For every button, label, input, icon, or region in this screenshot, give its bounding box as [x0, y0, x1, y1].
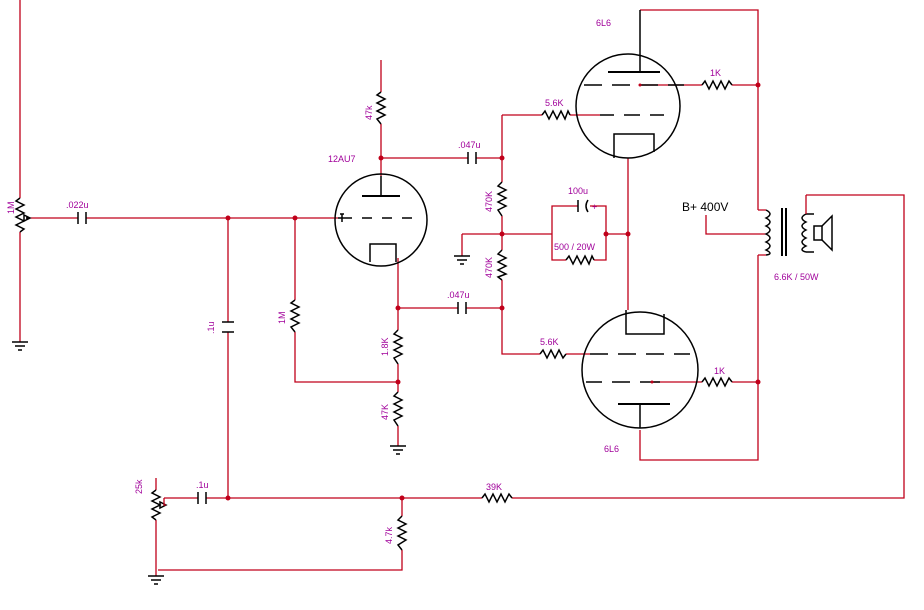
ground-center — [454, 255, 470, 265]
res-39k — [481, 492, 513, 504]
tube-6l6-top — [575, 10, 684, 159]
label-cap-1u-bot: .1u — [196, 480, 209, 490]
ground-bottom — [148, 575, 164, 585]
resistors — [14, 79, 733, 551]
label-res-47k-top: 47k — [364, 105, 374, 120]
label-res-1m-grid: 1M — [277, 311, 287, 324]
label-res-5-6k-bot: 5.6K — [540, 337, 559, 347]
output-transformer — [758, 208, 814, 256]
cap-1u-mid — [222, 321, 234, 333]
tube-6l6-bot — [581, 310, 699, 429]
res-500-20w — [565, 254, 595, 266]
res-1k-top — [701, 79, 733, 91]
wires — [19, 0, 905, 576]
label-tube-6l6-bot: 6L6 — [604, 444, 619, 454]
label-res-39k: 39K — [486, 482, 502, 492]
pot-1m-wiper — [23, 213, 32, 223]
res-5-6k-bot — [539, 348, 567, 360]
label-res-4-7k: 4.7k — [384, 526, 394, 544]
label-res-470k-bot: 470K — [484, 257, 494, 278]
label-cap-022: .022u — [66, 200, 89, 210]
label-res-47k-bot: 47K — [380, 404, 390, 420]
speaker-icon — [805, 195, 833, 252]
cap-100u-plus: + — [592, 202, 597, 212]
label-cap-1u-mid: .1u — [206, 321, 216, 334]
res-1-8k — [392, 329, 404, 365]
label-cap-047-bot: .047u — [447, 290, 470, 300]
pot-1m-resistor — [14, 197, 26, 233]
label-tube-12au7: 12AU7 — [328, 154, 356, 164]
label-pot-1m: 1M — [6, 201, 16, 214]
cap-047-top — [467, 152, 477, 164]
junction-dots — [225, 82, 761, 501]
cap-100u — [577, 199, 589, 213]
res-470k-top — [496, 181, 508, 217]
label-res-1k-bot: 1K — [714, 366, 725, 376]
grounds — [12, 255, 470, 585]
label-transformer: 6.6K / 50W — [774, 272, 819, 282]
res-470k-bot — [496, 249, 508, 281]
res-4-7k — [396, 515, 408, 551]
label-res-1k-top: 1K — [710, 68, 721, 78]
label-res-470k-top: 470K — [484, 191, 494, 212]
ground-cathode — [390, 445, 406, 455]
label-pot-25k: 25k — [134, 479, 144, 494]
pot-25k-resistor — [150, 489, 162, 521]
ground-input — [12, 341, 28, 351]
label-tube-6l6-top: 6L6 — [596, 18, 611, 28]
capacitors: + — [77, 152, 597, 504]
res-5-6k-top — [541, 109, 571, 121]
cap-047-bot — [457, 302, 467, 314]
res-1m-grid — [289, 299, 301, 333]
res-1k-bot — [701, 376, 733, 388]
label-b-plus: B+ 400V — [682, 200, 728, 214]
tube-12au7 — [334, 173, 428, 267]
cap-1u-bot — [197, 492, 207, 504]
res-47k-bot — [392, 391, 404, 427]
labels: 1M .022u 12AU7 47k .047u .047u 1M .1u 1.… — [6, 18, 819, 544]
label-cap-047-top: .047u — [458, 140, 481, 150]
label-cap-100u: 100u — [568, 186, 588, 196]
res-47k-top — [375, 91, 387, 125]
pot-25k-wiper — [159, 500, 168, 510]
cap-022 — [77, 212, 87, 224]
label-res-500-20w: 500 / 20W — [554, 242, 596, 252]
label-res-5-6k-top: 5.6K — [545, 98, 564, 108]
label-res-1-8k: 1.8K — [380, 337, 390, 356]
